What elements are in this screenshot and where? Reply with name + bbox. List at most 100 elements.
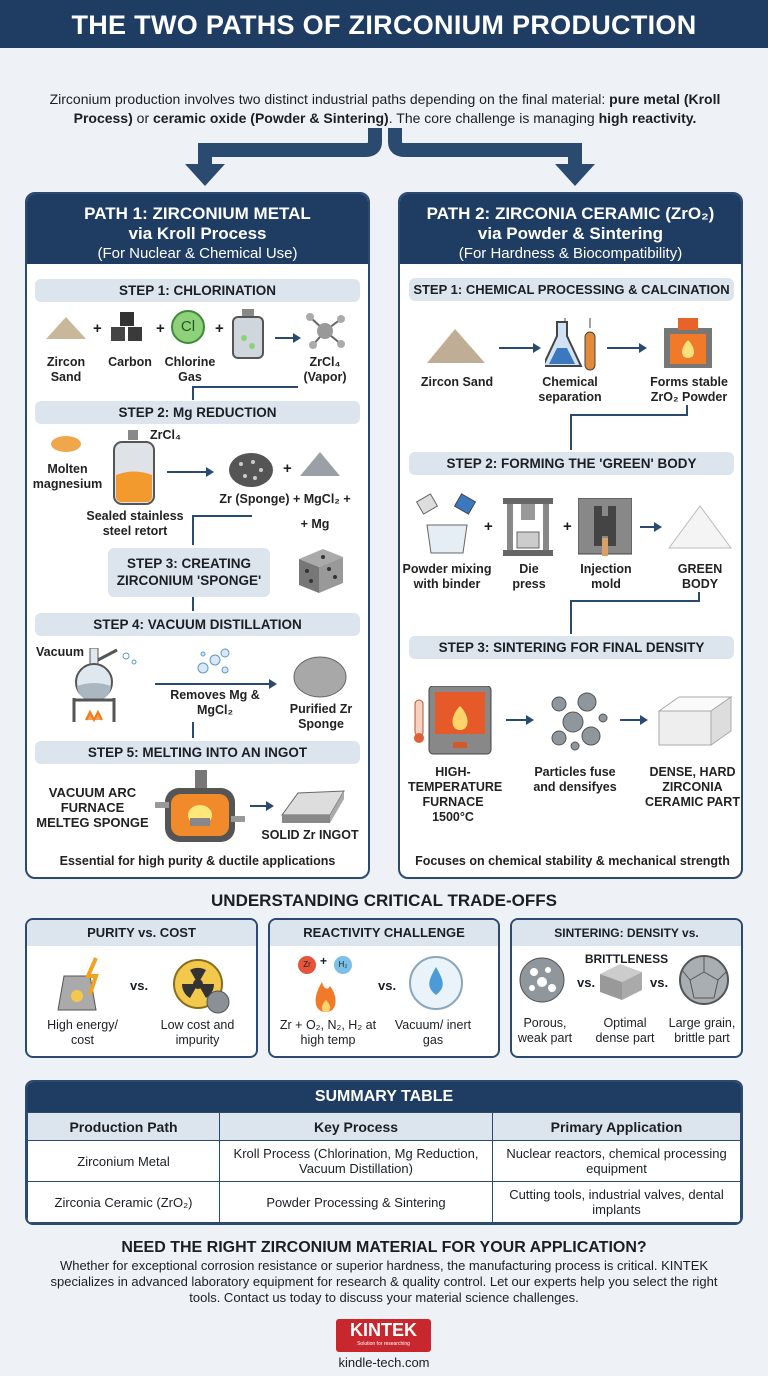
reactor-vessel-icon <box>232 309 264 359</box>
intro-text: Zirconium production involves two distin… <box>49 91 721 126</box>
connector-line <box>570 414 572 450</box>
path1-title: PATH 1: ZIRCONIUM METAL <box>84 204 311 223</box>
connector-line <box>192 515 252 517</box>
plus-icon: + <box>563 518 572 535</box>
label-removes: Removes Mg & MgCl₂ <box>170 688 260 717</box>
path1-header: PATH 1: ZIRCONIUM METAL via Kroll Proces… <box>27 194 368 264</box>
label-die-press: Die press <box>512 562 546 591</box>
calcination-furnace-icon <box>664 318 712 368</box>
table-cell: Zirconium Metal <box>27 1140 220 1182</box>
label-zircon-sand: Zircon Sand <box>46 355 86 384</box>
p1-step2-label: STEP 2: Mg REDUCTION <box>35 401 360 424</box>
label-zrcl4-input: ZrCl₄ <box>150 428 181 442</box>
high-temp-furnace-icon <box>414 686 492 755</box>
chemical-flask-icon <box>545 318 596 371</box>
plus-icon: + <box>93 320 102 337</box>
tradeoff-title: PURITY vs. COST <box>27 920 256 946</box>
vacuum-drop-icon <box>409 956 463 1010</box>
kintek-logo[interactable]: KINTEK Solution for researching <box>336 1319 431 1352</box>
path2-subtitle: via Powder & Sintering <box>477 224 664 243</box>
zr-atom-icon: Zr <box>298 956 316 974</box>
summary-title: SUMMARY TABLE <box>27 1082 741 1112</box>
p2-step3-label: STEP 3: SINTERING FOR FINAL DENSITY <box>409 636 734 659</box>
label-reactivity: Zr + O₂, N₂, H₂ at high temp <box>279 1018 377 1047</box>
label-vacuum-inert: Vacuum/ inert gas <box>394 1018 472 1047</box>
p2-step2-label: STEP 2: FORMING THE 'GREEN' BODY <box>409 452 734 475</box>
logo-name: KINTEK <box>350 1320 417 1340</box>
label-porous: Porous, weak part <box>517 1016 573 1045</box>
label-arc-furnace: VACUUM ARC FURNACE MELTEG SPONGE <box>36 785 149 830</box>
injection-mold-icon <box>578 498 632 556</box>
arrow-right-icon <box>607 343 647 353</box>
label-zr-ingot: SOLID Zr INGOT <box>261 828 359 842</box>
table-cell: Zirconia Ceramic (ZrO₂) <box>27 1181 220 1223</box>
connector-line <box>570 600 572 634</box>
zr-sponge-icon <box>229 453 273 487</box>
label-chlorine-gas: Chlorine Gas <box>164 355 216 384</box>
plus-icon: + <box>156 320 165 337</box>
zr-ingot-icon <box>281 790 345 823</box>
sand-pile-icon <box>46 317 86 339</box>
p1-step5-label: STEP 5: MELTING INTO AN INGOT <box>35 741 360 764</box>
gas-atom-icon: H₂ <box>334 956 352 974</box>
cta-title: NEED THE RIGHT ZIRCONIUM MATERIAL FOR YO… <box>121 1239 647 1256</box>
col-header: Key Process <box>219 1112 493 1141</box>
arrow-right-icon <box>155 679 277 689</box>
label-green-body: GREEN BODY <box>677 562 723 591</box>
connector-line <box>686 405 688 415</box>
cta-text: Whether for exceptional corrosion resist… <box>50 1258 718 1305</box>
path1-footer: Essential for high purity & ductile appl… <box>59 854 336 868</box>
vs-label: vs. <box>577 975 596 990</box>
die-press-icon <box>503 498 553 556</box>
ceramic-part-icon <box>657 696 733 746</box>
label-particles-fuse: Particles fuse and densifyes <box>533 765 617 794</box>
connector-line <box>192 597 194 611</box>
power-plant-icon <box>57 957 99 1011</box>
label-products: Zr (Sponge) + MgCl₂ + <box>219 492 351 506</box>
page-title: THE TWO PATHS OF ZIRCONIUM PRODUCTION <box>0 0 768 48</box>
label-molten-magnesium: Molten magnesium <box>32 462 103 491</box>
bubbles-icon <box>197 648 230 674</box>
label-dense-part: DENSE, HARD ZIRCONIA CERAMIC PART <box>645 765 740 809</box>
website-link[interactable]: kindle-tech.com <box>338 1355 430 1370</box>
arrow-right-icon <box>620 715 648 725</box>
dense-part-icon <box>600 964 642 1000</box>
table-cell: Nuclear reactors, chemical processing eq… <box>492 1140 741 1182</box>
path2-header: PATH 2: ZIRCONIA CERAMIC (ZrO₂) via Powd… <box>400 194 741 264</box>
tradeoff-title: SINTERING: DENSITY vs. BRITTLENESS <box>512 920 741 966</box>
p2-step1-label: STEP 1: CHEMICAL PROCESSING & CALCINATIO… <box>409 278 734 301</box>
mgcl2-powder-icon <box>300 452 340 476</box>
porous-part-icon <box>519 957 565 1003</box>
logo-tagline: Solution for researching <box>357 1341 410 1347</box>
label-zircon-sand-2: Zircon Sand <box>420 375 494 389</box>
label-retort: Sealed stainless steel retort <box>86 509 184 538</box>
table-cell: Powder Processing & Sintering <box>219 1181 493 1223</box>
green-body-icon <box>668 505 732 549</box>
table-cell: Cutting tools, industrial valves, dental… <box>492 1181 741 1223</box>
fire-icon <box>315 982 336 1012</box>
arrow-right-icon <box>250 801 274 811</box>
arrow-right-icon <box>506 715 534 725</box>
powder-mixing-icon <box>415 493 477 554</box>
vs-label: vs. <box>378 978 397 993</box>
connector-line <box>570 600 700 602</box>
label-powder-mixing: Powder mixing with binder <box>402 562 492 591</box>
table-cell: Kroll Process (Chlorination, Mg Reductio… <box>219 1140 493 1182</box>
label-injection-mold: Injection mold <box>580 562 632 591</box>
chlorine-icon: Cl <box>171 310 205 344</box>
label-furnace-1500: HIGH-TEMPERATURE FURNACE 1500°C <box>408 765 503 824</box>
connector-line <box>192 722 194 738</box>
arrow-right-icon <box>640 522 662 532</box>
plus-icon: + <box>215 320 224 337</box>
arrow-right-icon <box>275 333 301 343</box>
label-mg: + Mg <box>300 517 330 531</box>
connector-line <box>192 386 298 388</box>
zircon-sand-icon <box>427 329 485 363</box>
distillation-flask-icon <box>72 648 137 723</box>
arrow-right-icon <box>167 467 214 477</box>
connector-line <box>570 414 688 416</box>
large-grain-icon <box>679 955 729 1005</box>
label-chemical-separation: Chemical separation <box>538 375 602 404</box>
label-low-cost: Low cost and impurity <box>160 1018 235 1047</box>
